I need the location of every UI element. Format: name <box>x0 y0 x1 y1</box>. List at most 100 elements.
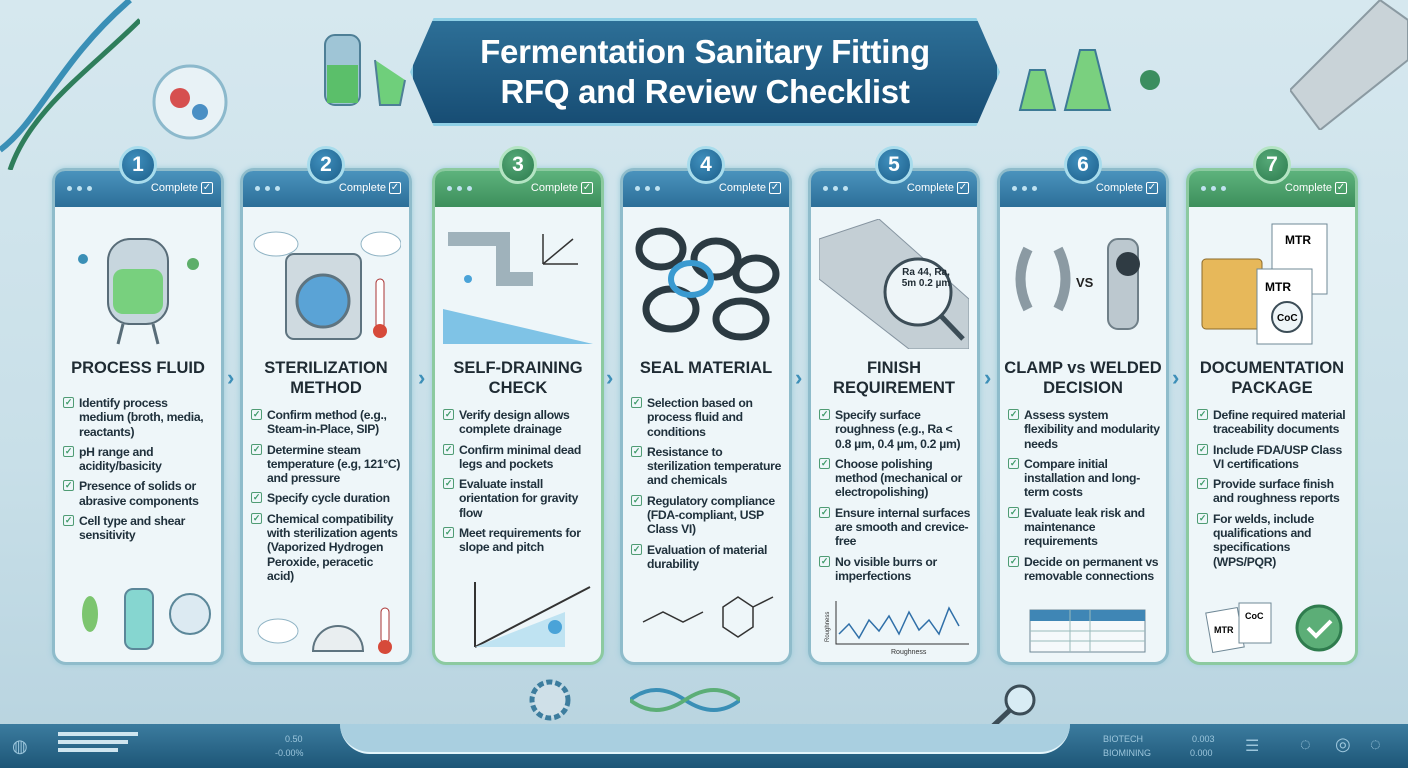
target-icon[interactable]: ◎ <box>1335 734 1351 754</box>
chevron-right-icon: › <box>418 365 426 390</box>
sync-icon[interactable]: ◌ <box>1370 734 1381 754</box>
checkbox-icon: ✓ <box>251 512 262 524</box>
slope-diagram-icon <box>474 582 591 648</box>
card-title: DOCUMENTATION PACKAGE <box>1199 359 1345 397</box>
checkbox-icon: ✓ <box>819 506 830 518</box>
svg-text:Roughness: Roughness <box>825 612 831 642</box>
checklist-item: ✓pH range and acidity/basicity <box>63 444 162 474</box>
checkbox-icon: ✓ <box>1197 478 1208 490</box>
checklist: ✓Define required material traceability d… <box>1197 408 1349 575</box>
svg-text:CoC: CoC <box>1245 611 1264 621</box>
checklist-item: ✓For welds, include qualifications and s… <box>1197 511 1314 569</box>
steel-sheet-icon <box>1290 0 1408 130</box>
checkbox-icon: ✓ <box>63 397 74 408</box>
status-badge: Complete✓ <box>718 182 781 194</box>
checkbox-icon: ✓ <box>819 409 830 420</box>
step-number: 3 <box>499 146 537 184</box>
checklist: ✓Selection based on process fluid and co… <box>631 396 783 577</box>
checkbox-icon: ✓ <box>1197 443 1208 455</box>
checkbox-icon: ✓ <box>631 543 642 555</box>
checklist-item: ✓Provide surface finish and roughness re… <box>1197 477 1340 506</box>
clamp-vs-weld-icon: VS <box>1015 238 1140 330</box>
checkbox-icon: ✓ <box>251 492 262 504</box>
checklist-item: ✓Verify design allows complete drainage <box>443 408 570 437</box>
step-number: 5 <box>875 146 913 184</box>
checklist-item: ✓Specify cycle duration <box>251 491 390 506</box>
card-title: CLAMP vs WELDED DECISION <box>1004 359 1162 397</box>
progress-bars <box>58 732 158 752</box>
checkbox-icon: ✓ <box>63 445 74 457</box>
status-badge: Complete✓ <box>338 182 401 194</box>
card-title: PROCESS FLUID <box>71 359 205 377</box>
lab-equipment-icon <box>324 34 406 106</box>
step-number: 1 <box>119 146 157 184</box>
title-line-1: Fermentation Sanitary Fitting <box>480 33 930 70</box>
checklist-item: ✓Confirm minimal dead legs and pockets <box>443 442 581 471</box>
checkbox-icon: ✓ <box>631 494 642 506</box>
checkbox-icon: ✓ <box>1008 555 1019 567</box>
database-icon[interactable]: ☰ <box>1245 738 1260 755</box>
cell-icon <box>152 64 228 140</box>
polished-steel-icon <box>819 219 969 349</box>
checklist-item: ✓Regulatory compliance (FDA-compliant, U… <box>631 493 775 537</box>
checkbox-icon: ✓ <box>581 182 593 194</box>
card-clamp-vs-welded: Complete✓ 6 VS CLAMP vs WELDED DECISION … <box>997 146 1169 665</box>
checkbox-icon: ✓ <box>769 182 781 194</box>
checklist: ✓Identify process medium (broth, media, … <box>63 396 215 549</box>
checkbox-icon: ✓ <box>1335 182 1347 194</box>
card-self-draining-check: Complete✓ 3 SELF-DRAINING CHECK ✓Verify … <box>432 146 604 665</box>
checkbox-icon: ✓ <box>201 182 213 194</box>
test-tube-icon <box>82 588 211 650</box>
checkbox-icon: ✓ <box>63 515 74 527</box>
card-finish-requirement: Complete✓ 5 Ra 44, Ra, 5m 0.2 µm FINISH … <box>808 146 980 665</box>
step-number: 4 <box>687 146 725 184</box>
checklist-item: ✓Selection based on process fluid and co… <box>631 396 753 439</box>
checkbox-icon: ✓ <box>1008 506 1019 518</box>
svg-text:VS: VS <box>1076 275 1094 290</box>
card-sterilization-method: Complete✓ 2 STERILIZATION METHOD ✓Confir… <box>240 146 412 665</box>
checkbox-icon: ✓ <box>1008 409 1019 420</box>
step-number: 2 <box>307 146 345 184</box>
checkbox-icon: ✓ <box>389 182 401 194</box>
checklist-item: ✓Specify surface roughness (e.g., Ra < 0… <box>819 408 961 451</box>
dots-icon <box>1012 186 1037 191</box>
checklist: ✓Assess system flexibility and modularit… <box>1008 408 1160 589</box>
card-process-fluid: Complete✓ 1 PROCESS FLUID ✓Identify proc… <box>52 146 224 665</box>
checklist: ✓Verify design allows complete drainage … <box>443 408 595 561</box>
checkbox-icon: ✓ <box>63 480 74 492</box>
checkbox-icon: ✓ <box>251 443 262 455</box>
status-badge: Complete✓ <box>906 182 969 194</box>
checklist-item: ✓Presence of solids or abrasive componen… <box>63 479 199 508</box>
checklist-item: ✓Assess system flexibility and modularit… <box>1008 408 1160 451</box>
status-badge: Complete✓ <box>1095 182 1158 194</box>
footer-value-1: 0.003 <box>1192 734 1215 744</box>
status-badge: Complete✓ <box>150 182 213 194</box>
card-title: SEAL MATERIAL <box>639 359 773 377</box>
gauge-thermometer-icon <box>257 607 392 654</box>
checklist-item: ✓Identify process medium (broth, media, … <box>63 396 204 439</box>
checklist-item: ✓Define required material traceability d… <box>1197 408 1346 437</box>
checklist-item: ✓Ensure internal surfaces are smooth and… <box>819 505 971 549</box>
checklist-item: ✓Resistance to sterilization temperature… <box>631 444 782 488</box>
checkbox-icon: ✓ <box>1197 409 1208 420</box>
card-title: SELF-DRAINING CHECK <box>453 359 583 397</box>
checkbox-icon: ✓ <box>443 478 454 490</box>
step-number: 7 <box>1253 146 1291 184</box>
footer-label-biomining: BIOMINING <box>1103 748 1152 758</box>
checkbox-icon: ✓ <box>251 409 262 420</box>
chevron-right-icon: › <box>984 365 992 390</box>
svg-text:CoC: CoC <box>1277 313 1298 324</box>
checklist-item: ✓Include FDA/USP Class VI certifications <box>1197 442 1342 471</box>
dots-icon <box>1201 186 1226 191</box>
bioreactor-icon <box>78 238 199 345</box>
footer-change: -0.00% <box>275 748 304 758</box>
footer-value-2: 0.000 <box>1190 748 1213 758</box>
comparison-table-icon <box>1029 609 1146 653</box>
pipe-drainage-icon <box>443 232 593 344</box>
dna-helix-icon <box>0 0 140 170</box>
card-title: STERILIZATION METHOD <box>264 359 388 397</box>
refresh-icon[interactable]: ◌ <box>1300 734 1311 754</box>
step-number: 6 <box>1064 146 1102 184</box>
